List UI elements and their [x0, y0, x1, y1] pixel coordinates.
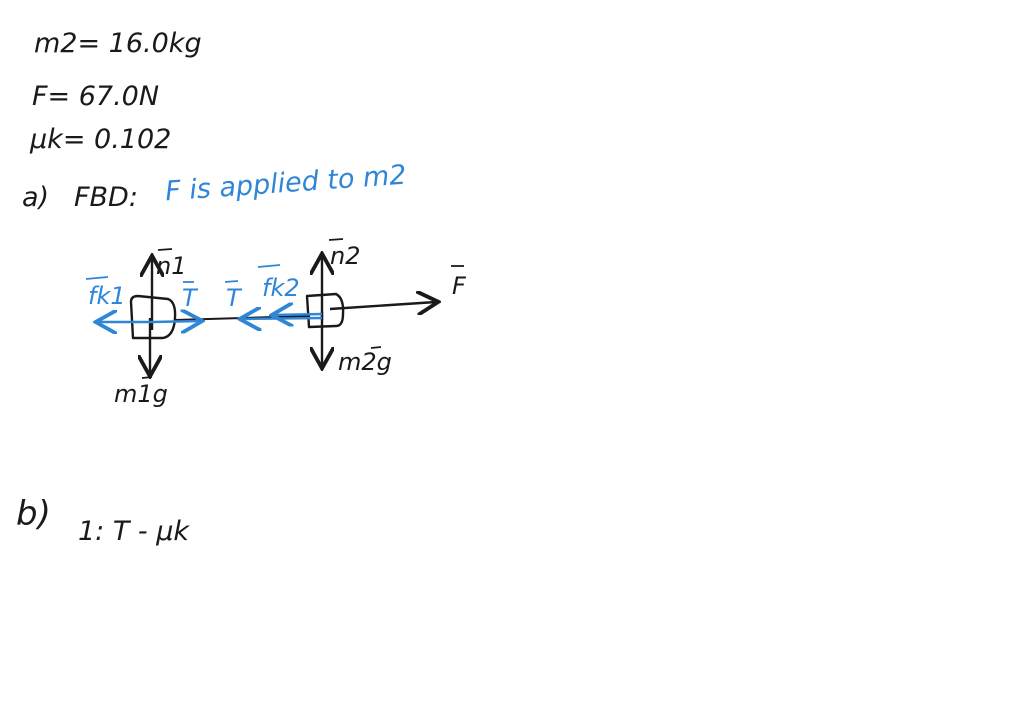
- block-2: [305, 292, 345, 329]
- block-2-tension-label: T: [226, 284, 241, 312]
- block-1-weight-label: m1g: [114, 380, 168, 408]
- part-b-marker: b): [16, 494, 51, 534]
- friction-2-arrow: [274, 314, 323, 315]
- part-b-line-1: 1: T - μk: [78, 516, 190, 547]
- given-m2: m2= 16.0kg: [34, 28, 202, 59]
- block-1-normal-label: n1: [156, 252, 187, 280]
- block-2-normal-label: n2: [330, 242, 361, 270]
- block-2-friction-label: fk2: [262, 274, 300, 302]
- given-mu: μk= 0.102: [30, 124, 172, 155]
- block-2-weight-label: m2g: [338, 348, 392, 376]
- block-1: [129, 294, 177, 340]
- applied-force-arrow: [329, 302, 436, 309]
- applied-force-label: F: [452, 272, 466, 300]
- part-a-heading: FBD:: [74, 182, 138, 213]
- block-1-tension-label: T: [182, 284, 197, 312]
- part-a-marker: a): [22, 182, 50, 213]
- given-force: F= 67.0N: [32, 81, 160, 112]
- tension-2-arrow: [242, 318, 323, 319]
- tension-1-arrow: [151, 321, 200, 322]
- block-1-friction-label: fk1: [88, 282, 126, 310]
